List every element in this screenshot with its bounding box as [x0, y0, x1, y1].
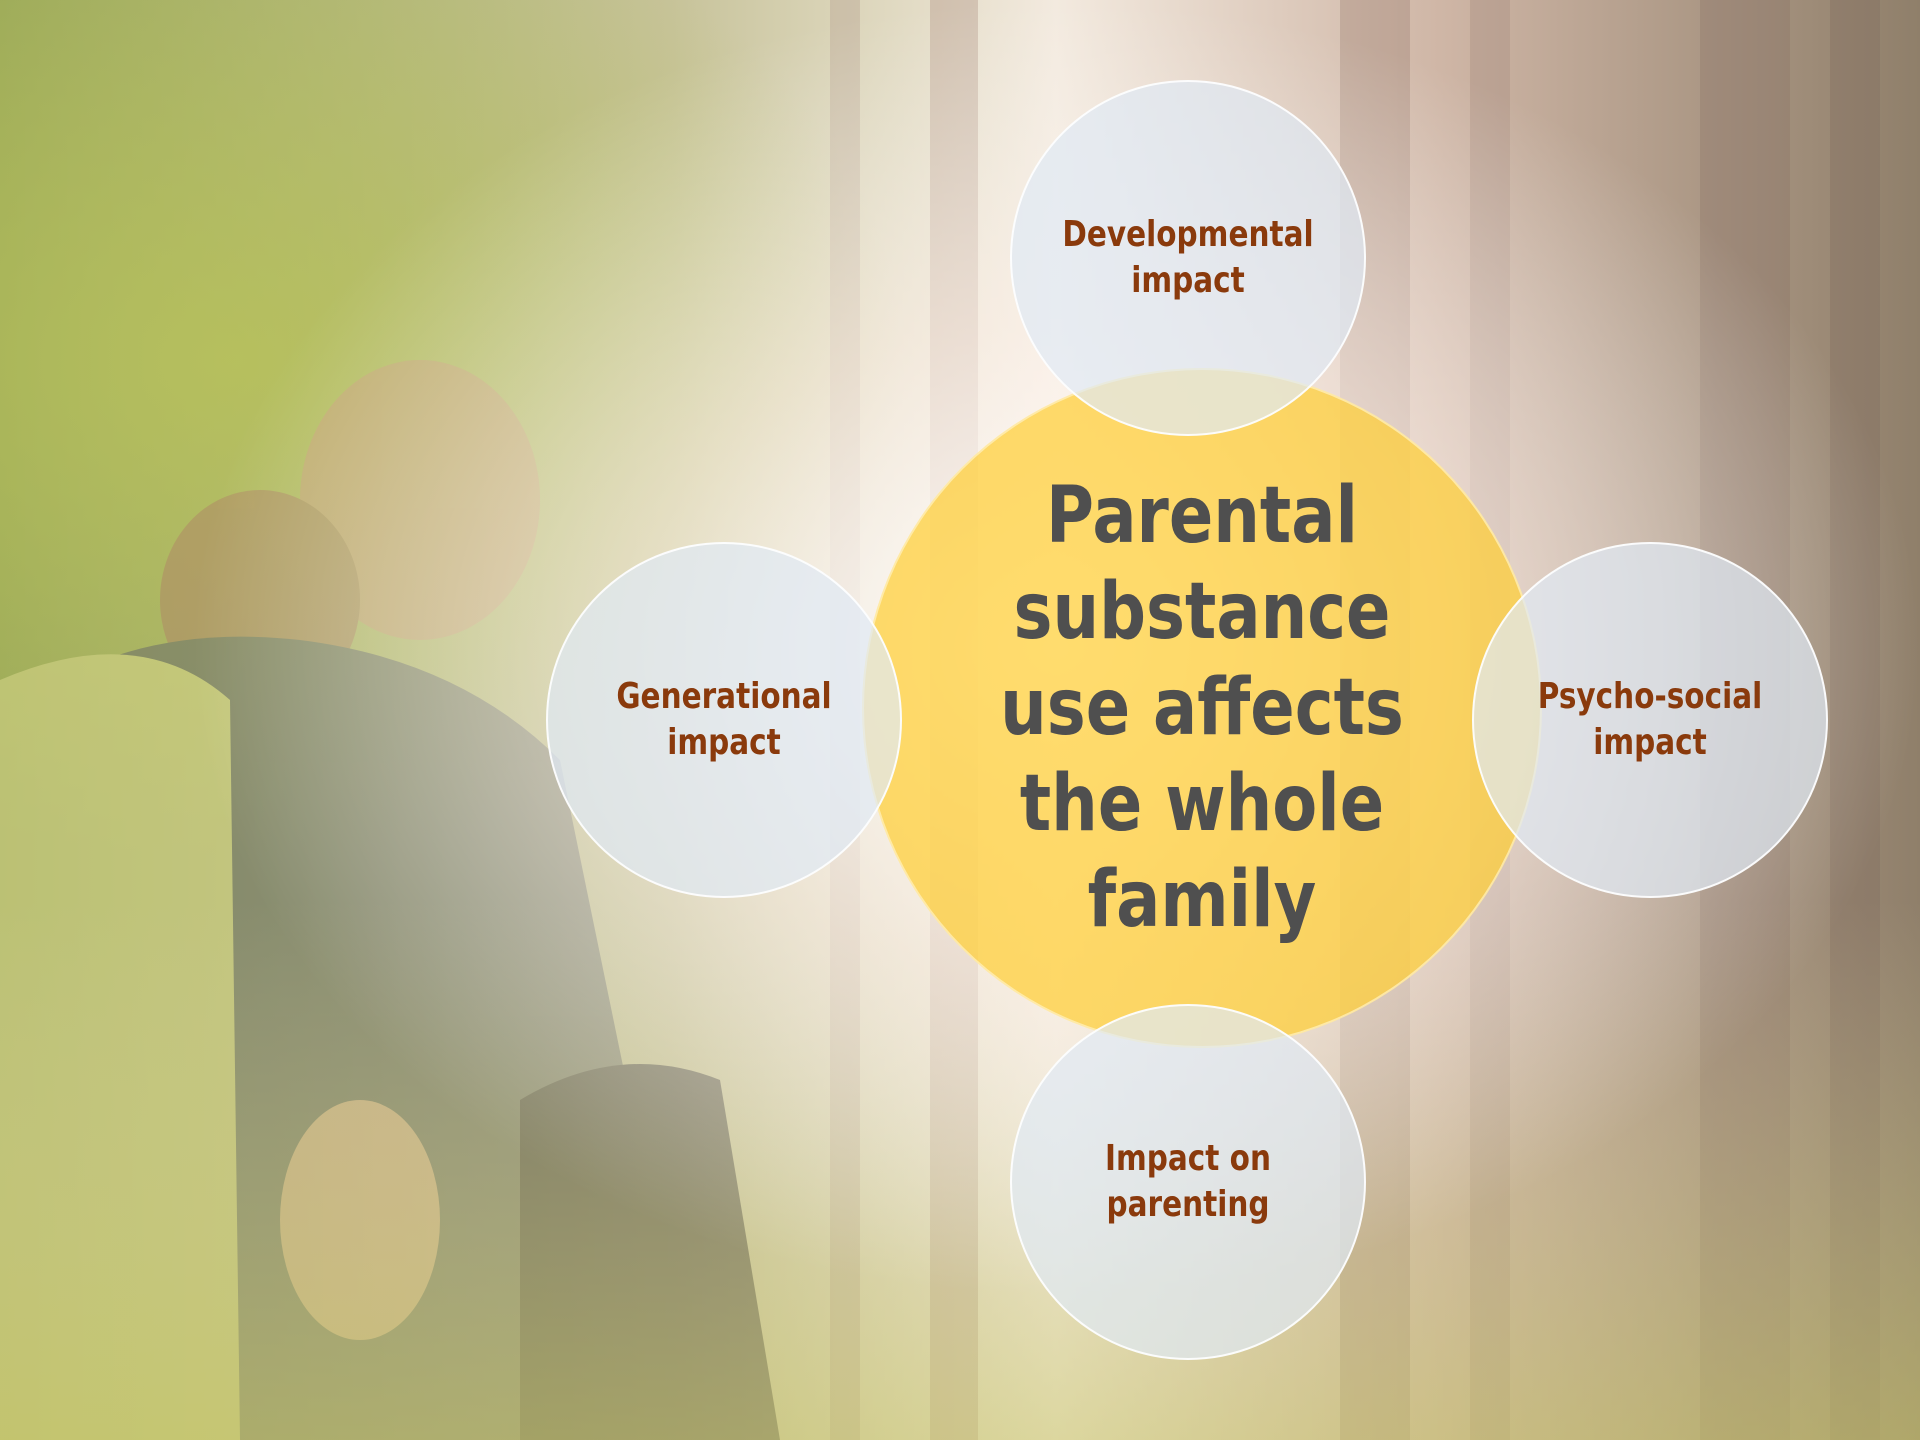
node-label: Psycho-social impact: [1537, 676, 1763, 763]
node-generational-impact: Generational impact: [546, 542, 902, 898]
center-hub-label: Parental substance use affects the whole…: [1000, 471, 1404, 945]
center-hub: Parental substance use affects the whole…: [862, 368, 1542, 1048]
node-label: Impact on parenting: [1105, 1138, 1271, 1225]
node-label: Generational impact: [616, 676, 832, 763]
node-label: Developmental impact: [1062, 214, 1314, 301]
node-impact-on-parenting: Impact on parenting: [1010, 1004, 1366, 1360]
node-psycho-social-impact: Psycho-social impact: [1472, 542, 1828, 898]
node-developmental-impact: Developmental impact: [1010, 80, 1366, 436]
